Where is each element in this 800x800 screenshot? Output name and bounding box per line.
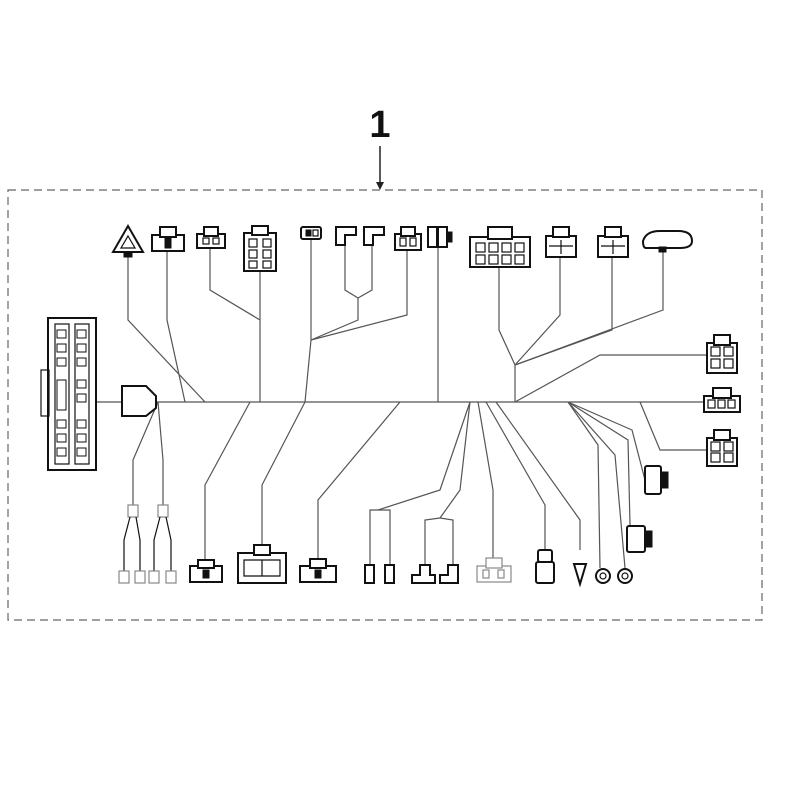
side-sensor-connector-b [626,525,653,553]
assembly-frame [7,189,763,621]
small-terminal-connector [300,226,322,240]
bottom-l-terminals [411,564,459,584]
bottom-ring-terminals [595,568,633,584]
right-four-pin-connector [706,334,738,374]
six-pin-connector [243,225,277,272]
bottom-blade-terminals [364,564,395,584]
l-terminal-connector-a [335,226,357,246]
warning-triangle-connector [111,223,145,258]
flat-sensor-connector [641,230,694,253]
l-terminal-connector-b [363,226,385,246]
lower-branch-wires [132,401,710,569]
side-sensor-connector-a [644,465,669,495]
part-callout-label: 1 [369,104,391,146]
bottom-main-connector [237,544,287,584]
right-three-pin-connector [703,387,741,413]
double-blade-connector [427,226,453,248]
bottom-two-pin-connector-a [189,559,223,583]
four-pin-connector-a [545,226,577,258]
bottom-pointed-terminal [572,563,588,588]
ecu-connector [40,317,97,471]
two-pin-connector-c [394,226,422,251]
right-lower-four-pin-connector [706,429,738,467]
multi-pin-connector [469,226,531,268]
bottom-sensor-plug [535,549,555,584]
two-pin-connector-b [196,226,226,249]
upper-branch-wires [127,240,707,403]
bottom-two-pin-connector-b [299,558,337,583]
bottom-faint-connector [476,557,512,583]
fuse-holder-wires [118,504,177,584]
four-pin-connector-b [597,226,629,258]
callout-leader [376,146,384,190]
trunk-plug-connector [121,385,157,417]
two-pin-connector-a [151,226,185,252]
